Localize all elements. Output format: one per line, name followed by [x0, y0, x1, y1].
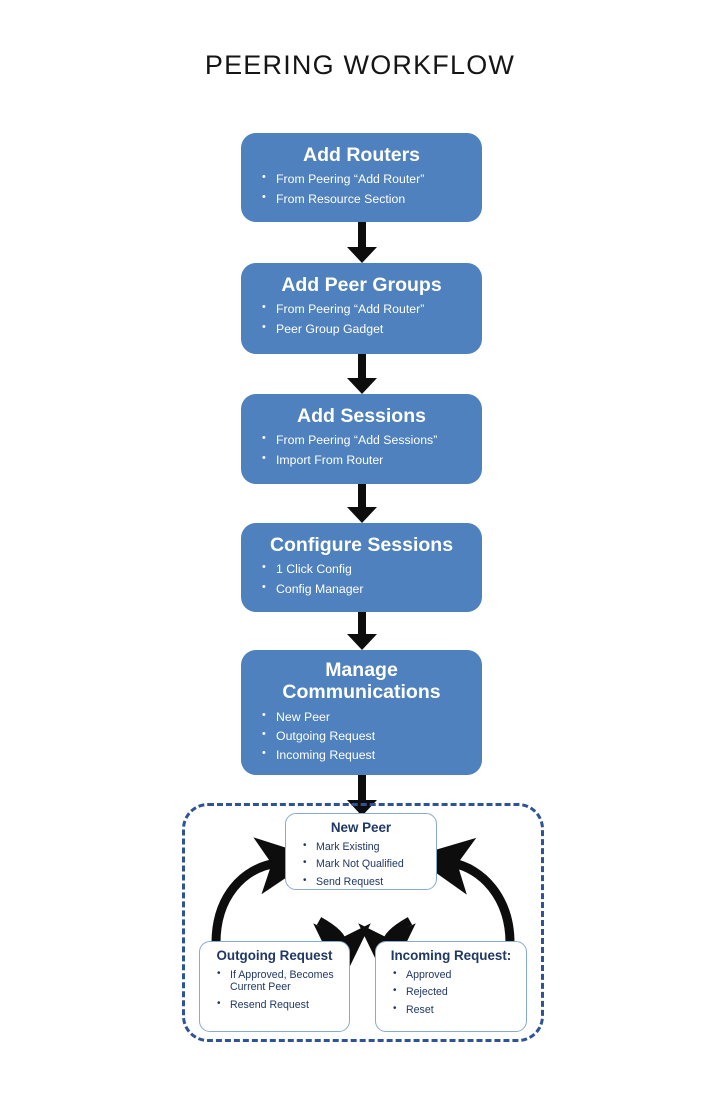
- step-bullets-add-sessions: From Peering “Add Sessions” Import From …: [241, 427, 482, 466]
- list-item: Config Manager: [262, 582, 482, 595]
- list-item: Mark Not Qualified: [303, 857, 436, 871]
- list-item: Reset: [393, 1003, 526, 1017]
- list-item: Approved: [393, 968, 526, 982]
- connector-arrow-2: [347, 354, 377, 394]
- list-item: Mark Existing: [303, 840, 436, 854]
- step-box-add-routers[interactable]: Add Routers From Peering “Add Router” Fr…: [241, 133, 482, 222]
- step-title-configure-sessions: Configure Sessions: [269, 534, 454, 556]
- connector-arrow-1: [347, 222, 377, 263]
- list-item: From Resource Section: [262, 192, 482, 205]
- list-item: Send Request: [303, 875, 436, 889]
- subbox-title-outgoing-request: Outgoing Request: [216, 948, 333, 963]
- arrow-new-peer-to-outgoing: [313, 917, 371, 983]
- list-item: From Peering “Add Router”: [262, 172, 482, 185]
- step-bullets-add-routers: From Peering “Add Router” From Resource …: [241, 166, 482, 205]
- step-title-line-2: Communications: [282, 681, 441, 704]
- step-box-manage-communications[interactable]: Manage Communications New Peer Outgoing …: [241, 650, 482, 775]
- subbox-bullets-outgoing-request: If Approved, Becomes Current Peer Resend…: [200, 964, 349, 1012]
- subbox-outgoing-request[interactable]: Outgoing Request If Approved, Becomes Cu…: [199, 941, 350, 1032]
- list-item: If Approved, Becomes Current Peer: [217, 968, 349, 994]
- list-item: 1 Click Config: [262, 562, 482, 575]
- step-box-add-sessions[interactable]: Add Sessions From Peering “Add Sessions”…: [241, 394, 482, 484]
- communications-group-container: [182, 803, 544, 1042]
- step-title-add-routers: Add Routers: [303, 144, 420, 166]
- connector-arrow-3: [347, 484, 377, 523]
- list-item: Rejected: [393, 985, 526, 999]
- list-item: Incoming Request: [262, 748, 482, 761]
- subbox-new-peer[interactable]: New Peer Mark Existing Mark Not Qualifie…: [285, 813, 437, 890]
- subbox-bullets-new-peer: Mark Existing Mark Not Qualified Send Re…: [286, 836, 436, 889]
- list-item: Resend Request: [217, 998, 349, 1012]
- list-item: New Peer: [262, 710, 482, 723]
- step-title-add-sessions: Add Sessions: [297, 405, 426, 427]
- page-title: PEERING WORKFLOW: [204, 50, 516, 80]
- arrow-outgoing-to-new-peer: [211, 837, 317, 944]
- subbox-bullets-incoming-request: Approved Rejected Reset: [376, 964, 526, 1017]
- connector-arrow-4: [347, 612, 377, 650]
- arrow-new-peer-to-incoming: [358, 917, 416, 983]
- subbox-incoming-request[interactable]: Incoming Request: Approved Rejected Rese…: [375, 941, 527, 1032]
- subbox-title-new-peer: New Peer: [330, 820, 392, 835]
- arrow-incoming-to-new-peer: [412, 837, 515, 944]
- list-item: Peer Group Gadget: [262, 322, 482, 335]
- step-bullets-add-peer-groups: From Peering “Add Router” Peer Group Gad…: [241, 296, 482, 335]
- step-bullets-manage-communications: New Peer Outgoing Request Incoming Reque…: [241, 704, 482, 762]
- list-item: Outgoing Request: [262, 729, 482, 742]
- list-item: Import From Router: [262, 453, 482, 466]
- step-title-manage-communications: Manage Communications: [241, 650, 482, 704]
- step-box-add-peer-groups[interactable]: Add Peer Groups From Peering “Add Router…: [241, 263, 482, 354]
- step-bullets-configure-sessions: 1 Click Config Config Manager: [241, 556, 482, 595]
- list-item: From Peering “Add Sessions”: [262, 433, 482, 446]
- step-title-line-1: Manage: [325, 659, 398, 681]
- step-box-configure-sessions[interactable]: Configure Sessions 1 Click Config Config…: [241, 523, 482, 612]
- subbox-title-incoming-request: Incoming Request:: [390, 948, 512, 963]
- step-title-add-peer-groups: Add Peer Groups: [281, 274, 442, 296]
- list-item: From Peering “Add Router”: [262, 302, 482, 315]
